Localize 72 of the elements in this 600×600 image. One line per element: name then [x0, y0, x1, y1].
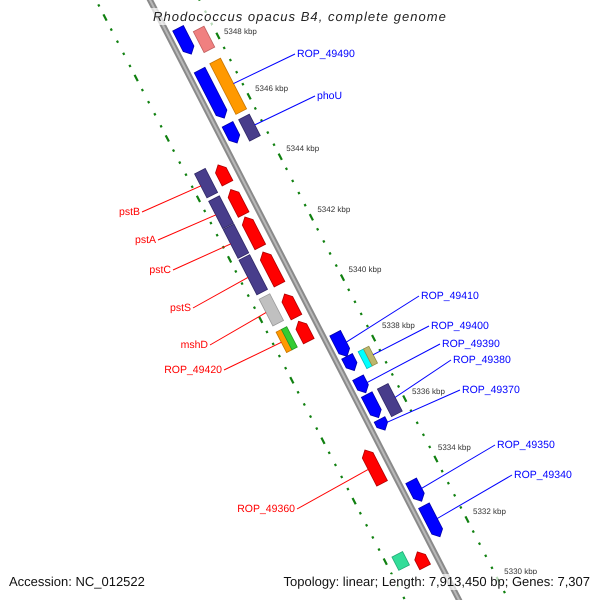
gene-bar [391, 551, 410, 571]
gene-label: pstS [170, 301, 191, 315]
gene-label: ROP_49350 [497, 438, 555, 452]
leader-line [172, 243, 232, 270]
scale-label: 5338 kbp [382, 321, 415, 330]
leader-line [421, 444, 496, 489]
gene-label: pstA [134, 233, 156, 247]
gene-bar [238, 254, 268, 296]
scale-label: 5348 kbp [224, 27, 257, 36]
gene-block [418, 502, 443, 538]
gene-block [228, 189, 250, 218]
gene-label: pstB [118, 205, 140, 219]
gene-block [362, 450, 388, 487]
leader-line [436, 474, 512, 519]
gene-bar [209, 58, 248, 115]
gene-label: ROP_49360 [237, 502, 295, 516]
gene-block [222, 121, 240, 144]
scale-label: 5334 kbp [438, 442, 471, 452]
gene-label: ROP_49340 [514, 468, 572, 482]
scale-label: 5346 kbp [255, 84, 288, 93]
gene-bar [280, 326, 298, 350]
gene-label: mshD [180, 338, 208, 352]
gene-block [194, 66, 228, 119]
leader-line [366, 344, 440, 383]
gene-label: ROP_49420 [164, 363, 222, 377]
gene-label: ROP_49380 [453, 353, 511, 367]
leader-line [254, 96, 316, 126]
gene-block [282, 294, 302, 320]
gene-label: ROP_49490 [297, 47, 355, 61]
gene-bar [194, 168, 218, 198]
gene-bar [222, 224, 250, 259]
leader-line [210, 312, 266, 346]
gene-bar [238, 114, 261, 142]
leader-line [233, 54, 296, 84]
scale-label: 5332 kbp [473, 506, 506, 516]
gene-label: phoU [317, 89, 342, 103]
gene-label: ROP_49370 [462, 383, 520, 397]
gene-block [341, 353, 358, 372]
leader-line [387, 390, 460, 423]
gene-label: ROP_49400 [431, 319, 489, 333]
gene-label: ROP_49410 [421, 289, 479, 303]
scale-label: 5340 kbp [348, 265, 382, 274]
gene-bar [376, 383, 403, 418]
leader-line [142, 185, 202, 212]
leader-line [296, 468, 369, 510]
gene-block [329, 330, 350, 357]
leader-line [346, 296, 420, 343]
gene-block [172, 25, 194, 55]
gene-bar [208, 195, 234, 230]
gene-label: ROP_49390 [442, 337, 500, 351]
scale-label: 5336 kbp [412, 386, 445, 396]
gene-block [296, 320, 315, 344]
scale-label: 5344 kbp [286, 144, 320, 154]
accession-text: Accession: NC_012522 [9, 574, 145, 590]
leader-line [192, 276, 248, 308]
gene-bar [192, 26, 216, 54]
leader-line [394, 360, 452, 398]
leader-line [372, 326, 430, 356]
leader-line [158, 214, 216, 240]
gene-label: pstC [149, 263, 171, 277]
scale-label: 5330 kbp [504, 567, 538, 576]
gene-block [215, 164, 234, 187]
gene-block [414, 551, 431, 570]
gene-block [242, 216, 266, 250]
gene-block [360, 391, 382, 418]
gene-block [352, 374, 369, 394]
scale-label: 5342 kbp [317, 204, 350, 214]
gene-bar [362, 346, 378, 366]
gene-block [405, 478, 425, 502]
genome-stats-text: Topology: linear; Length: 7,913,450 bp; Genes: 7,307 [284, 574, 590, 590]
gene-block [260, 252, 286, 288]
gene-bar [258, 293, 284, 326]
